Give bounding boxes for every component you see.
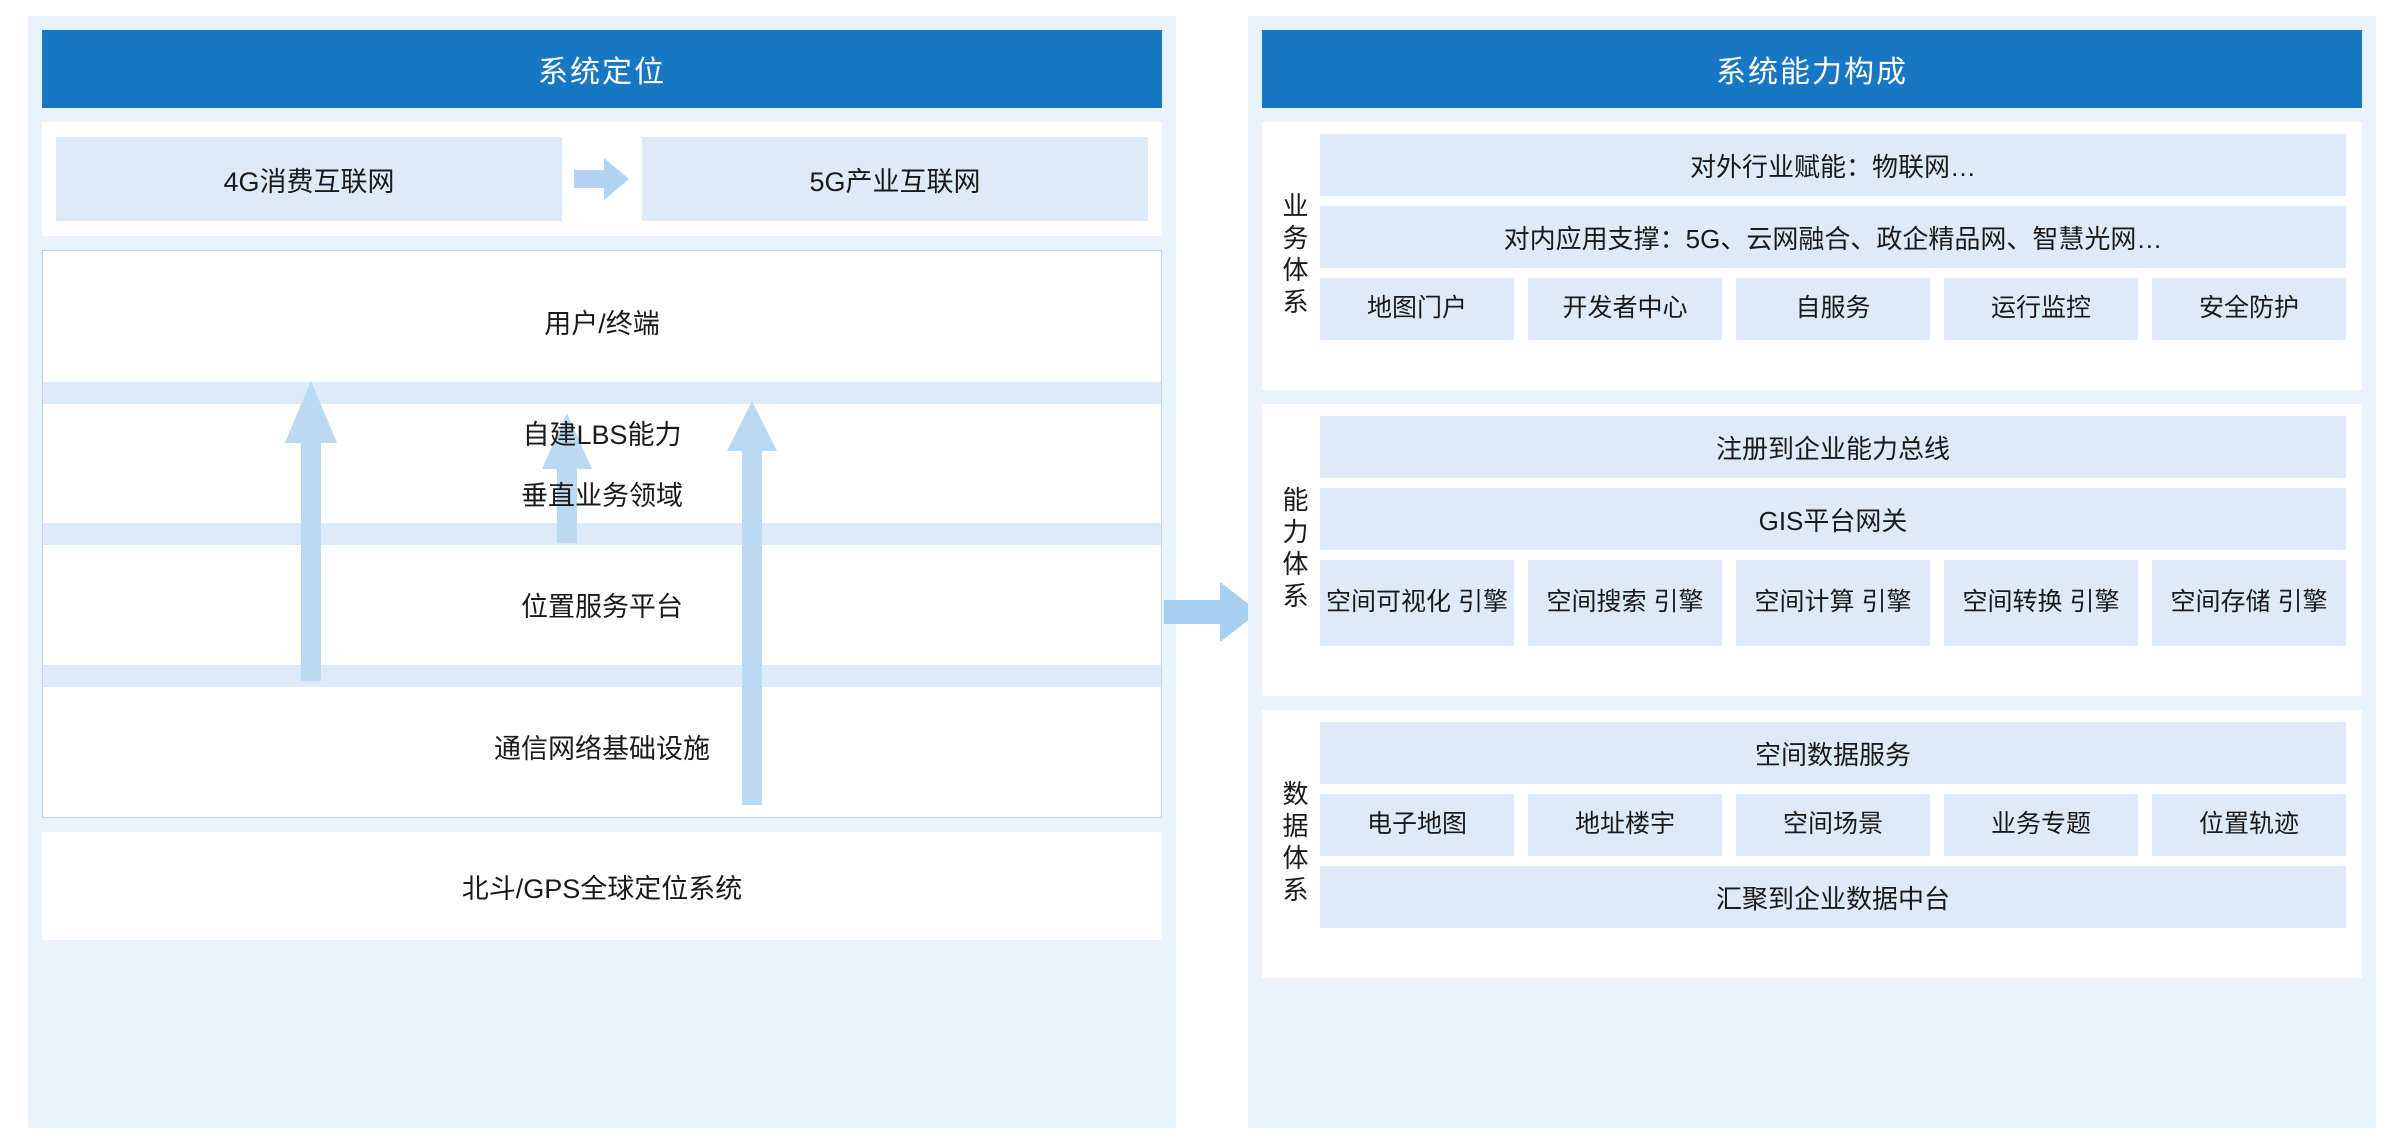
chip-spatial-storage-engine[interactable]: 空间存储 引擎 <box>2152 560 2346 646</box>
stack-row-location-platform: 位置服务平台 <box>43 523 1161 676</box>
migration-to-box: 5G产业互联网 <box>642 137 1148 221</box>
section-tag-data: 数据体系 <box>1279 780 1309 908</box>
bar-internal-support: 对内应用支撑：5G、云网融合、政企精品网、智慧光网… <box>1320 206 2346 268</box>
chip-business-topic[interactable]: 业务专题 <box>1944 794 2138 856</box>
bar-external-enablement: 对外行业赋能：物联网… <box>1320 134 2346 196</box>
section-body: 对外行业赋能：物联网… 对内应用支撑：5G、云网融合、政企精品网、智慧光网… 地… <box>1320 134 2346 378</box>
stack-row-label: 通信网络基础设施 <box>494 733 710 764</box>
foundation-card: 北斗/GPS全球定位系统 <box>42 832 1162 940</box>
bar-gis-platform-gateway: GIS平台网关 <box>1320 488 2346 550</box>
chip-spatial-scene[interactable]: 空间场景 <box>1736 794 1930 856</box>
chip-location-track[interactable]: 位置轨迹 <box>2152 794 2346 856</box>
chip-row-capability: 空间可视化 引擎 空间搜索 引擎 空间计算 引擎 空间转换 引擎 空间存储 引擎 <box>1320 560 2346 646</box>
chip-map-portal[interactable]: 地图门户 <box>1320 278 1514 340</box>
stack-row-label: 用户/终端 <box>544 309 660 340</box>
chip-address-building[interactable]: 地址楼宇 <box>1528 794 1722 856</box>
bar-spatial-data-service: 空间数据服务 <box>1320 722 2346 784</box>
chip-spatial-transform-engine[interactable]: 空间转换 引擎 <box>1944 560 2138 646</box>
up-arrow-icon <box>725 401 779 805</box>
bar-register-enterprise-bus: 注册到企业能力总线 <box>1320 416 2346 478</box>
up-arrow-icon <box>541 413 593 543</box>
section-body: 注册到企业能力总线 GIS平台网关 空间可视化 引擎 空间搜索 引擎 空间计算 … <box>1320 416 2346 684</box>
stack-row-label-vertical: 垂直业务领域 <box>521 481 683 512</box>
chip-electronic-map[interactable]: 电子地图 <box>1320 794 1514 856</box>
up-arrow-icon <box>283 381 339 681</box>
system-capability-panel: 系统能力构成 业务体系 对外行业赋能：物联网… 对内应用支撑：5G、云网融合、政… <box>1248 16 2376 1128</box>
section-tag-business: 业务体系 <box>1279 192 1309 320</box>
left-panel-title: 系统定位 <box>42 30 1162 108</box>
chip-spatial-visualization-engine[interactable]: 空间可视化 引擎 <box>1320 560 1514 646</box>
stack-row-network-infra: 通信网络基础设施 <box>43 664 1161 818</box>
stack-rows: 用户/终端 自建LBS能力 垂直业务领域 位置服务平台 通信网络基础设施 <box>43 251 1161 817</box>
section-capability: 能力体系 注册到企业能力总线 GIS平台网关 空间可视化 引擎 空间搜索 引擎 … <box>1262 404 2362 696</box>
migration-from-box: 4G消费互联网 <box>56 137 562 221</box>
stack-row-label: 位置服务平台 <box>521 592 683 623</box>
right-panel-title: 系统能力构成 <box>1262 30 2362 108</box>
bar-aggregate-data-midplatform: 汇聚到企业数据中台 <box>1320 866 2346 928</box>
section-tag-capability: 能力体系 <box>1279 486 1309 614</box>
chip-self-service[interactable]: 自服务 <box>1736 278 1930 340</box>
right-arrow-icon <box>562 137 642 221</box>
migration-card: 4G消费互联网 5G产业互联网 <box>42 122 1162 236</box>
chip-operation-monitoring[interactable]: 运行监控 <box>1944 278 2138 340</box>
section-body: 空间数据服务 电子地图 地址楼宇 空间场景 业务专题 位置轨迹 汇聚到企业数据中… <box>1320 722 2346 966</box>
stack-row-split: 自建LBS能力 垂直业务领域 <box>521 413 683 513</box>
system-positioning-panel: 系统定位 4G消费互联网 5G产业互联网 用户/终端 自建LBS能力 垂 <box>28 16 1176 1128</box>
chip-security-protection[interactable]: 安全防护 <box>2152 278 2346 340</box>
section-business: 业务体系 对外行业赋能：物联网… 对内应用支撑：5G、云网融合、政企精品网、智慧… <box>1262 122 2362 390</box>
chip-spatial-search-engine[interactable]: 空间搜索 引擎 <box>1528 560 1722 646</box>
capability-stack: 用户/终端 自建LBS能力 垂直业务领域 位置服务平台 通信网络基础设施 <box>42 250 1162 818</box>
chip-row-data: 电子地图 地址楼宇 空间场景 业务专题 位置轨迹 <box>1320 794 2346 856</box>
stack-row-vertical-business: 自建LBS能力 垂直业务领域 <box>43 381 1161 535</box>
section-data: 数据体系 空间数据服务 电子地图 地址楼宇 空间场景 业务专题 位置轨迹 汇聚到… <box>1262 710 2362 978</box>
stack-row-label-lbs: 自建LBS能力 <box>522 420 682 451</box>
right-arrow-icon <box>1164 578 1260 646</box>
chip-row-business: 地图门户 开发者中心 自服务 运行监控 安全防护 <box>1320 278 2346 340</box>
chip-developer-center[interactable]: 开发者中心 <box>1528 278 1722 340</box>
stack-row-user-terminal: 用户/终端 <box>43 251 1161 393</box>
chip-spatial-compute-engine[interactable]: 空间计算 引擎 <box>1736 560 1930 646</box>
